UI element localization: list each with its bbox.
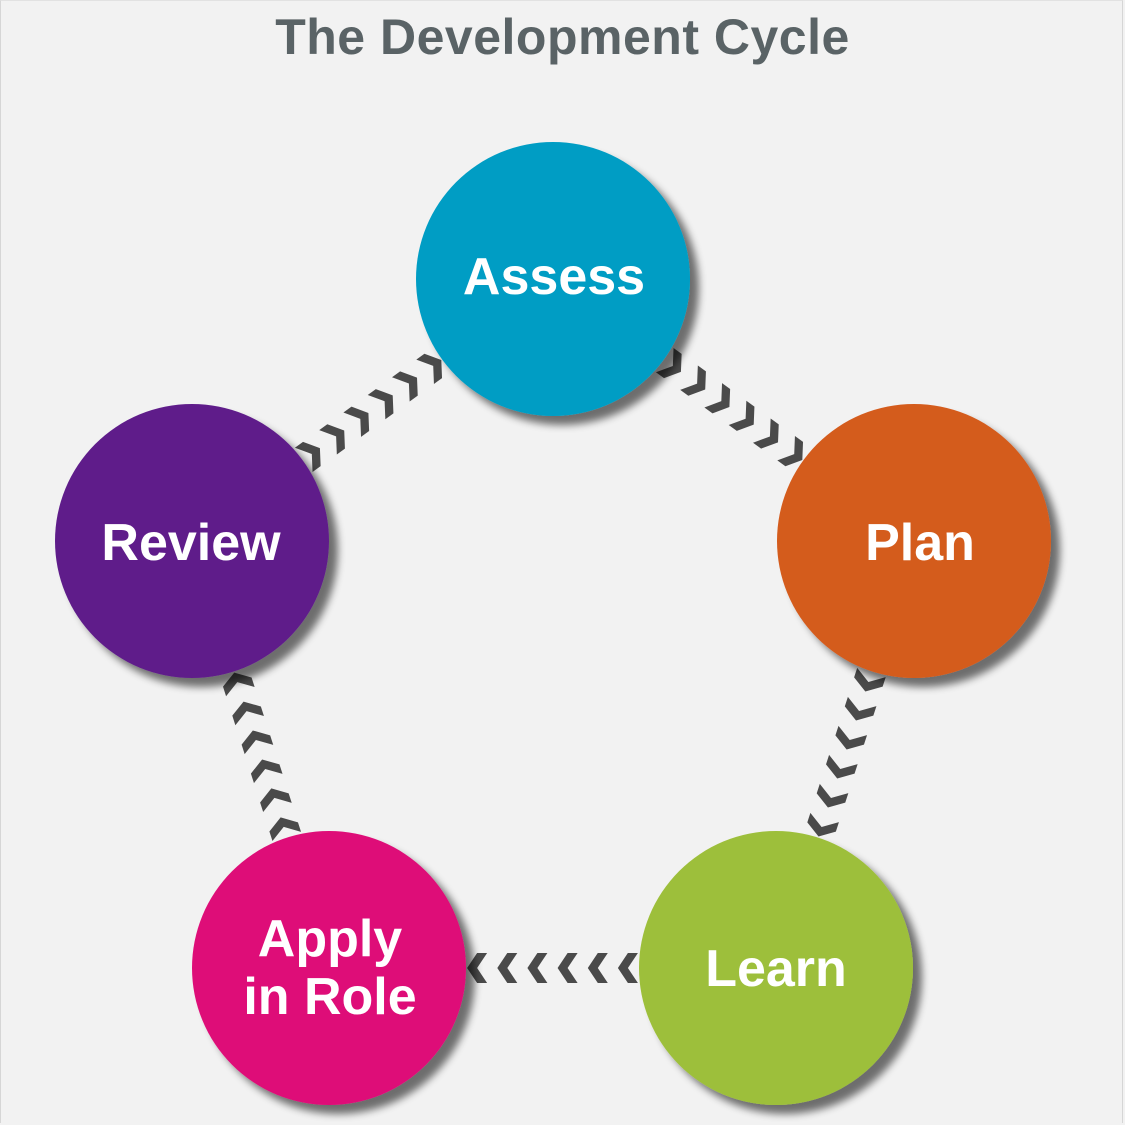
- chevron-icon: [557, 953, 578, 983]
- chevron-icon: [728, 400, 755, 431]
- flow-arrow-apply-to-review: [223, 672, 302, 842]
- node-circle-review: [55, 404, 329, 678]
- flow-arrow-plan-to-learn: [807, 667, 886, 837]
- node-label-learn: Learn: [705, 940, 847, 998]
- chevron-icon: [680, 365, 706, 396]
- chevron-icon: [753, 418, 779, 449]
- flow-arrow-learn-to-apply: [467, 953, 638, 983]
- chevron-icon: [777, 436, 804, 467]
- chevron-icon: [704, 383, 731, 414]
- chevron-icon: [497, 953, 518, 983]
- chevron-icon: [826, 754, 858, 779]
- chevron-icon: [232, 701, 264, 726]
- chevron-icon: [367, 389, 394, 420]
- chevron-icon: [807, 812, 839, 837]
- chevron-icon: [392, 371, 418, 402]
- chevron-icon: [527, 953, 548, 983]
- chevron-icon: [223, 672, 255, 697]
- chevron-icon: [587, 953, 608, 983]
- chevron-icon: [250, 759, 283, 784]
- cycle-nodes: [55, 142, 1051, 1105]
- node-label-review: Review: [101, 514, 281, 572]
- node-label-apply: Apply in Role: [243, 910, 417, 1026]
- chevron-icon: [269, 817, 302, 842]
- node-circle-assess: [416, 142, 690, 416]
- node-label-assess: Assess: [462, 248, 646, 306]
- chevron-icon: [655, 347, 682, 379]
- chevron-icon: [835, 725, 868, 750]
- flow-arrows: [223, 347, 886, 983]
- node-circle-learn: [639, 831, 913, 1105]
- flow-arrow-assess-to-plan: [655, 347, 804, 467]
- chevron-icon: [617, 953, 638, 983]
- node-circle-apply: [192, 831, 466, 1105]
- chevron-icon: [467, 953, 488, 983]
- node-label-plan: Plan: [865, 514, 975, 572]
- chevron-icon: [816, 783, 849, 808]
- chevron-icon: [260, 788, 292, 813]
- node-circle-plan: [777, 404, 1051, 678]
- chevron-icon: [319, 424, 345, 455]
- chevron-icon: [844, 696, 877, 721]
- chevron-icon: [241, 730, 274, 755]
- chevron-icon: [343, 406, 370, 437]
- chevron-icon: [294, 441, 321, 473]
- chevron-icon: [416, 353, 443, 384]
- chevron-icon: [854, 667, 886, 692]
- flow-arrow-review-to-assess: [294, 353, 443, 473]
- page-title: The Development Cycle: [275, 9, 850, 65]
